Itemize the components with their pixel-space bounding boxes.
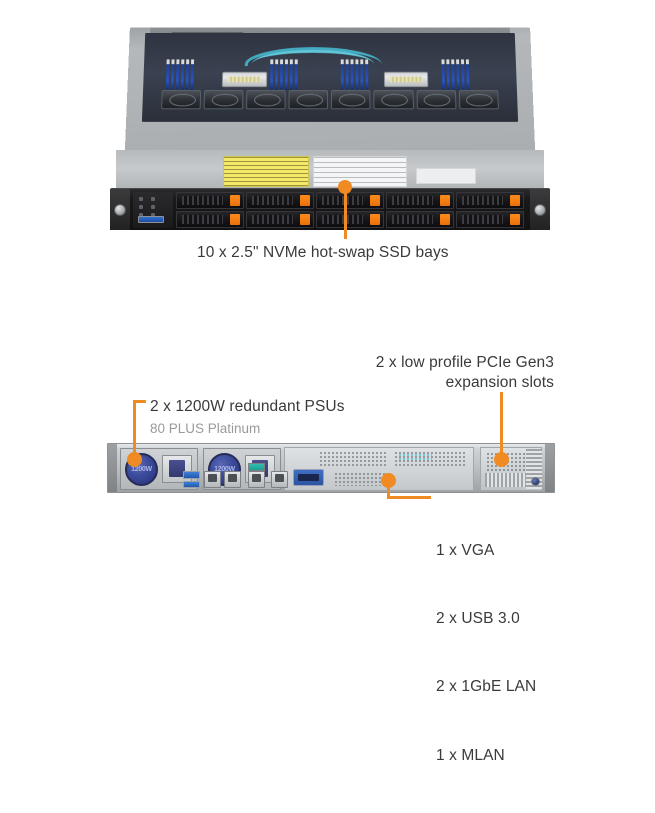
thumbscrew-icon[interactable]: [114, 204, 126, 217]
fan-module: [288, 89, 329, 110]
server-top-open-chassis: [110, 22, 550, 230]
drive-latch-icon[interactable]: [509, 194, 521, 207]
front-control-panel[interactable]: [133, 192, 173, 228]
reset-button-icon[interactable]: [139, 213, 143, 217]
gbe-lan-port-icon[interactable]: [204, 471, 221, 488]
drive-bay-column: [386, 192, 454, 228]
front-usb-port-icon[interactable]: [138, 216, 164, 223]
drive-latch-icon[interactable]: [369, 194, 381, 207]
callout-label-pcie-line2: expansion slots: [445, 374, 554, 392]
drive-bay[interactable]: [176, 211, 244, 228]
dimm-bank-d: [441, 59, 470, 90]
callout-line-psu-vertical: [133, 400, 136, 459]
power-led-icon: [139, 197, 143, 201]
status-led-icon: [151, 197, 155, 201]
fan-module: [246, 89, 287, 110]
aux-lan-port-icon[interactable]: [271, 471, 288, 488]
fan-module: [161, 89, 202, 110]
callout-line-ssd-bays: [344, 187, 347, 239]
psu-power-label: 1200W: [214, 465, 235, 474]
vent-mesh-icon: [318, 451, 387, 468]
callout-line-pcie: [500, 392, 503, 457]
usb3-port-icon[interactable]: [183, 471, 200, 479]
callout-label-ports: 1 x VGA 2 x USB 3.0 2 x 1GbE LAN 1 x MLA…: [436, 494, 536, 813]
callout-label-psu: 2 x 1200W redundant PSUs: [150, 398, 345, 415]
callout-label-pcie: 2 x low profile PCIe Gen3 expansion slots: [341, 353, 554, 394]
callout-dot-ports: [381, 473, 396, 488]
fan-module: [331, 89, 371, 110]
serial-number-label: [415, 168, 476, 185]
rear-io-region: [284, 447, 474, 491]
rear-id-button-icon[interactable]: [531, 477, 540, 486]
vga-port-icon[interactable]: [292, 469, 325, 486]
front-drive-bays: [176, 192, 524, 228]
usb3-port-icon[interactable]: [183, 480, 200, 488]
drive-latch-icon[interactable]: [229, 194, 241, 207]
drive-latch-icon[interactable]: [369, 213, 381, 226]
callout-line-ports-vertical: [387, 482, 390, 499]
drive-bay-column: [176, 192, 244, 228]
callout-line-psu-horizontal: [133, 400, 146, 403]
rear-io-ports[interactable]: [183, 471, 200, 488]
cpu-heatsink-1: [221, 71, 267, 87]
rear-chassis-edge-right: [545, 444, 554, 492]
id-led-icon: [151, 205, 155, 209]
callout-dot-psu: [127, 452, 142, 467]
callout-line-ports-horizontal: [387, 496, 431, 499]
callout-label-pcie-line1: 2 x low profile PCIe Gen3: [375, 354, 554, 371]
drive-latch-icon[interactable]: [439, 194, 451, 207]
drive-bay[interactable]: [246, 211, 314, 228]
fan-module: [458, 89, 499, 110]
port-item: 2 x USB 3.0: [436, 609, 520, 627]
fan-module: [373, 89, 414, 110]
rack-ear-left: [110, 189, 130, 230]
motherboard-area: [142, 33, 518, 122]
port-item: 2 x 1GbE LAN: [436, 678, 537, 696]
server-rear-panel: 1200W 1200W: [107, 443, 555, 493]
rack-ear-right: [530, 189, 550, 230]
diagram-canvas: 10 x 2.5" NVMe hot-swap SSD bays 1200W 1…: [0, 0, 655, 630]
drive-latch-icon[interactable]: [439, 213, 451, 226]
drive-bay[interactable]: [246, 192, 314, 209]
callout-label-ssd-bays: 10 x 2.5" NVMe hot-swap SSD bays: [197, 244, 449, 261]
warning-label: [223, 156, 309, 187]
pcie-slot-bracket-icon: [484, 473, 533, 487]
lan-led-icon: [139, 205, 143, 209]
dimm-bank-a: [165, 59, 195, 90]
vent-mesh-icon: [333, 471, 387, 486]
drive-bay[interactable]: [316, 192, 384, 209]
callout-dot-pcie: [494, 452, 509, 467]
psu-power-label: 1200W: [131, 465, 152, 474]
drive-bay[interactable]: [316, 211, 384, 228]
drive-bay[interactable]: [456, 192, 524, 209]
front-bezel: [110, 188, 550, 230]
drive-bay-column: [316, 192, 384, 228]
thumbscrew-icon[interactable]: [534, 204, 546, 217]
drive-bay[interactable]: [456, 211, 524, 228]
mlan-port-icon[interactable]: [248, 471, 265, 488]
mlan-indicator-icon: [248, 463, 265, 471]
cpu-heatsink-2: [383, 71, 429, 87]
drive-latch-icon[interactable]: [229, 213, 241, 226]
fan-module: [204, 89, 244, 110]
callout-sublabel-psu: 80 PLUS Platinum: [150, 421, 261, 436]
port-item: 1 x VGA: [436, 541, 495, 559]
port-item: 1 x MLAN: [436, 746, 505, 764]
service-diagram-label: [312, 156, 408, 187]
drive-bay-column: [246, 192, 314, 228]
rear-chassis-edge-left: [108, 444, 117, 492]
drive-bay-column: [456, 192, 524, 228]
vent-mesh-accent-icon: [397, 453, 432, 460]
drive-bay[interactable]: [176, 192, 244, 209]
drive-bay[interactable]: [386, 211, 454, 228]
power-button-icon[interactable]: [151, 213, 155, 217]
gbe-lan-port-icon[interactable]: [224, 471, 241, 488]
cooling-fan-row: [161, 89, 499, 110]
drive-latch-icon[interactable]: [299, 194, 311, 207]
drive-bay[interactable]: [386, 192, 454, 209]
drive-latch-icon[interactable]: [299, 213, 311, 226]
fan-module: [416, 89, 456, 110]
drive-latch-icon[interactable]: [509, 213, 521, 226]
